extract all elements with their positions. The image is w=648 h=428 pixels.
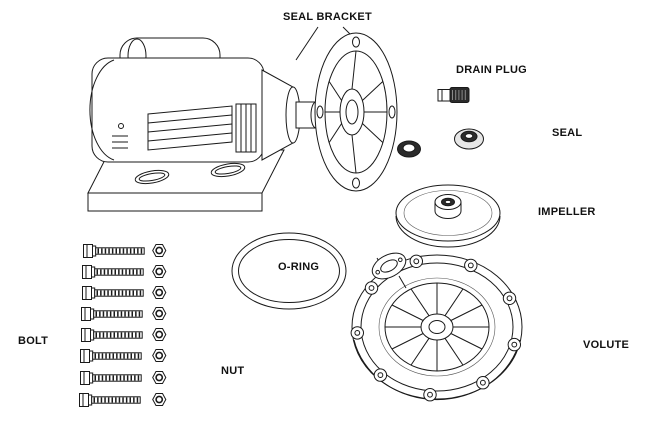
bolt-item <box>84 245 145 258</box>
nut-item <box>151 348 167 363</box>
label-seal-bracket: SEAL BRACKET <box>283 11 372 23</box>
label-o-ring: O-RING <box>278 261 320 273</box>
bolt-item <box>83 266 144 279</box>
bolt-item <box>83 287 144 300</box>
label-nut: NUT <box>221 365 245 377</box>
label-seal: SEAL <box>552 127 583 139</box>
bolt-item <box>82 308 143 321</box>
drain-plug-part <box>437 87 470 103</box>
label-volute: VOLUTE <box>583 339 630 351</box>
nut-item <box>151 264 167 279</box>
seal-part <box>397 128 484 158</box>
o-ring-part <box>231 232 347 310</box>
bolt-item <box>80 394 141 407</box>
label-bolt: BOLT <box>18 335 49 347</box>
nut-item <box>151 370 167 385</box>
nut-item <box>151 285 167 300</box>
bolt-item <box>81 350 142 363</box>
impeller-part <box>395 184 501 248</box>
label-drain-plug: DRAIN PLUG <box>456 64 527 76</box>
volute-part <box>350 252 523 402</box>
nut-item <box>151 392 167 407</box>
nut-item <box>151 243 167 258</box>
label-impeller: IMPELLER <box>538 206 596 218</box>
seal-bracket-part <box>295 26 398 192</box>
nut-item <box>151 306 167 321</box>
bolt-set <box>80 245 145 407</box>
bolt-item <box>82 329 143 342</box>
nut-set <box>151 243 167 407</box>
bolt-item <box>81 372 142 385</box>
nut-item <box>151 327 167 342</box>
motor-part <box>87 37 322 212</box>
